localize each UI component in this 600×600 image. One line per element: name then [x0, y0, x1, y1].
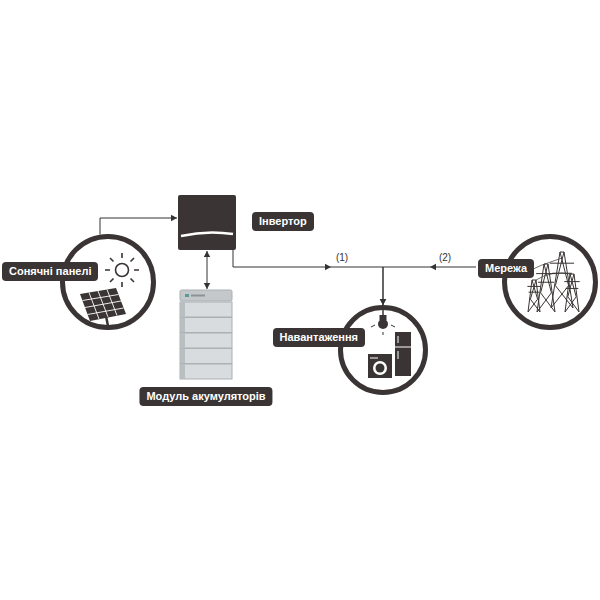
callout-number: (1)	[334, 252, 350, 264]
node-label: Мережа	[478, 259, 534, 278]
node-art	[502, 234, 598, 330]
connector	[380, 264, 476, 305]
load-node: Навантаження	[338, 305, 428, 395]
inverter-stripe	[181, 232, 233, 236]
node-label: Сонячні панелі	[2, 262, 98, 281]
node-art	[60, 234, 156, 330]
node-circle	[63, 237, 154, 328]
arrowhead	[204, 251, 210, 257]
node-art	[178, 195, 236, 250]
battery-node: Модуль акумуляторів	[180, 290, 232, 380]
node-circle	[341, 308, 426, 393]
grid-node: Мережа	[502, 234, 598, 330]
node-art	[338, 305, 428, 395]
connector-line	[383, 267, 476, 305]
node-circle	[505, 237, 596, 328]
arrowhead	[430, 264, 436, 270]
connector-line	[233, 250, 383, 305]
connector	[233, 250, 386, 305]
arrowhead	[204, 283, 210, 289]
arrowhead	[380, 299, 386, 305]
connector	[100, 215, 177, 235]
solar-panel-icon	[80, 288, 126, 327]
bulb-icon	[371, 310, 395, 335]
node-art	[180, 290, 232, 380]
arrowhead	[325, 264, 331, 270]
washer-icon	[368, 354, 392, 378]
inverter-body	[178, 195, 236, 250]
arrowhead	[380, 299, 386, 305]
solar-node: Сонячні панелі	[60, 234, 156, 330]
sun-icon	[105, 253, 139, 287]
node-label: Інвертор	[252, 212, 314, 231]
connector	[204, 251, 210, 289]
node-label: Навантаження	[273, 328, 365, 347]
arrowhead	[171, 215, 177, 221]
fridge-icon	[395, 332, 411, 376]
node-label: Модуль акумуляторів	[139, 387, 272, 406]
connector-line	[100, 218, 177, 235]
callout-number: (2)	[437, 252, 453, 264]
inverter-node: Інвертор	[178, 195, 236, 250]
battery-stack	[180, 290, 232, 379]
